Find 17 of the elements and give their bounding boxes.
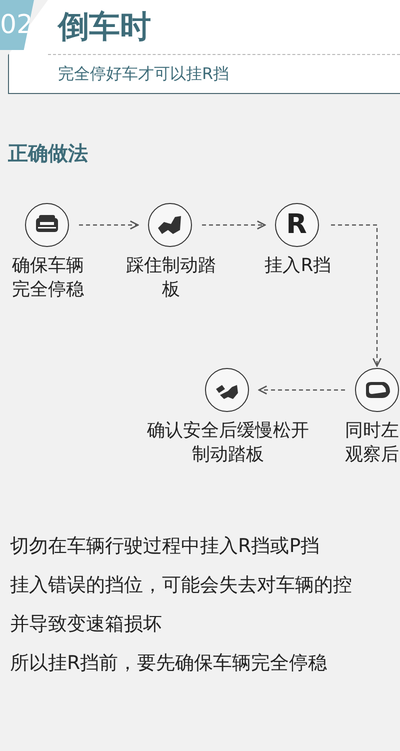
- note-text: 所以挂R挡前，要先确保车辆完全停稳: [10, 651, 328, 675]
- note-text: 挂入错误的挡位，可能会失去对车辆的控: [10, 573, 352, 597]
- gear-letter: R: [285, 208, 308, 242]
- note-text: 切勿在车辆行驶过程中挂入R挡或P挡: [10, 534, 320, 558]
- step-caption: 挂入R挡: [264, 254, 332, 278]
- title-text: 倒车时: [58, 8, 151, 47]
- step-caption: 确保车辆完全停稳: [11, 254, 85, 302]
- arrow: [331, 224, 382, 367]
- note-text: 并导致变速箱损坏: [10, 612, 162, 636]
- arrow: [258, 386, 345, 394]
- arrow: [202, 220, 266, 230]
- step-caption: 确认安全后缓慢松开制动踏板: [146, 419, 310, 467]
- arrow: [79, 220, 139, 230]
- section-heading: 正确做法: [8, 140, 88, 167]
- subtitle-text: 完全停好车才可以挂R挡: [58, 63, 230, 85]
- step-caption: 同时左观察后: [344, 419, 399, 467]
- step-caption: 踩住制动踏板: [126, 254, 216, 302]
